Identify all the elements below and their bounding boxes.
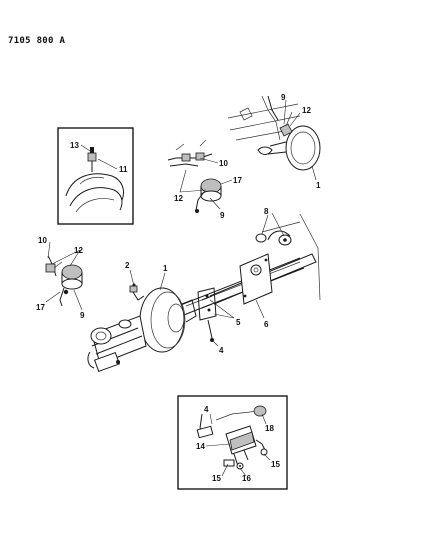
check-valve (129, 285, 138, 293)
callout-12: 12 (74, 246, 83, 255)
callout-4: 4 (204, 405, 209, 414)
bottom-clevis (229, 431, 255, 451)
callout-15: 15 (212, 474, 221, 483)
callout-18: 18 (265, 424, 274, 433)
callout-15: 15 (271, 460, 280, 469)
bottom-bushing (253, 405, 267, 417)
callout-1: 1 (163, 264, 168, 273)
reservoir-cap (90, 327, 112, 345)
callout-2: 2 (125, 261, 130, 270)
mid-hose-assembly (167, 139, 222, 213)
left-connector (45, 263, 56, 273)
callout-12: 12 (302, 106, 311, 115)
leader-lines (45, 99, 317, 477)
callout-9: 9 (220, 211, 225, 220)
bottom-pushrod-detail (177, 395, 288, 490)
bottom-inset-frame (177, 395, 288, 490)
mounting-plate (239, 253, 273, 305)
left-canister (61, 264, 83, 280)
top-check-valve (279, 123, 293, 137)
callout-17: 17 (36, 303, 45, 312)
callout-11: 11 (119, 165, 128, 174)
callout-numbers: 9 12 1 13 11 10 17 12 9 8 10 12 17 9 2 1… (36, 93, 321, 483)
callout-1: 1 (316, 181, 321, 190)
firewall-bracket (255, 213, 321, 301)
main-booster-shell (139, 287, 185, 353)
top-booster-view (227, 95, 321, 171)
main-booster-assembly (87, 253, 317, 373)
callout-8: 8 (264, 207, 269, 216)
callout-14: 14 (196, 442, 205, 451)
callout-9: 9 (80, 311, 85, 320)
inset-grommet (87, 152, 97, 162)
callout-12: 12 (174, 194, 183, 203)
callout-17: 17 (233, 176, 242, 185)
callout-4: 4 (219, 346, 224, 355)
inset-frame (57, 127, 134, 225)
inset-valve-detail (57, 127, 134, 225)
callout-10: 10 (219, 159, 228, 168)
callout-5: 5 (236, 318, 241, 327)
callout-9: 9 (281, 93, 286, 102)
callout-16: 16 (242, 474, 251, 483)
callout-13: 13 (70, 141, 79, 150)
document-code: 7105 800 A (8, 36, 66, 46)
callout-10: 10 (38, 236, 47, 245)
left-canister-assembly (45, 255, 83, 307)
callout-6: 6 (264, 320, 269, 329)
